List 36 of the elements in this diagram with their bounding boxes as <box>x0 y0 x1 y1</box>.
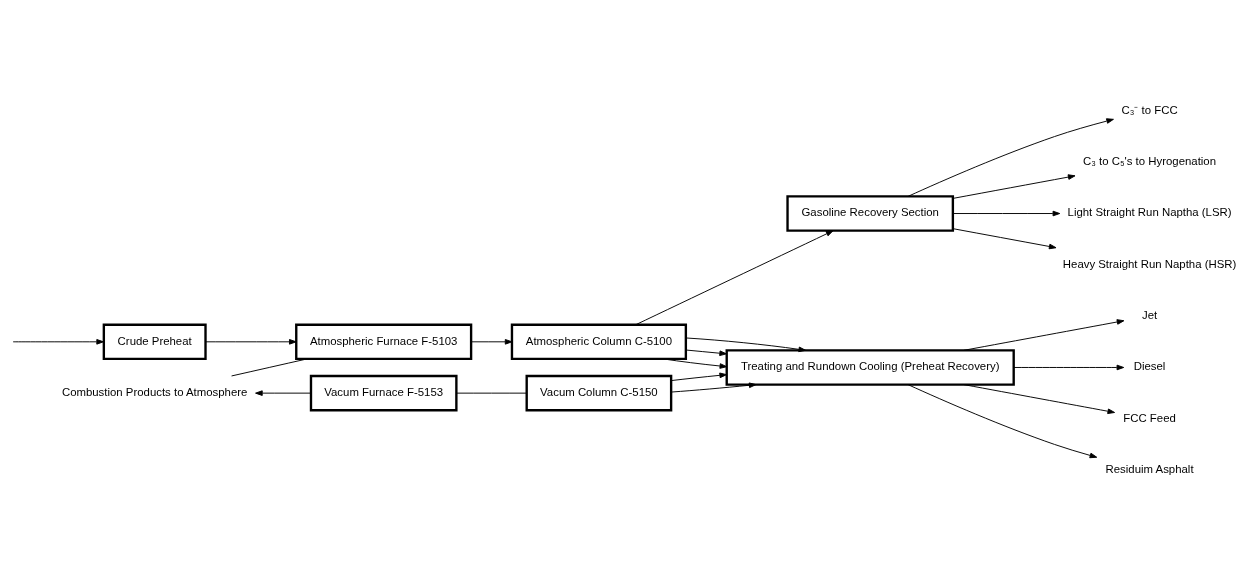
node-text: Light Straight Run Naptha (LSR) <box>1067 206 1232 219</box>
node-text: Residuim Asphalt <box>1105 463 1194 476</box>
node-text: C₃ to C₅'s to Hyrogenation <box>1083 155 1217 168</box>
node-box: Gasoline Recovery Section <box>786 195 955 232</box>
arrow <box>952 174 1076 199</box>
arrow <box>670 382 757 393</box>
arrow <box>952 228 1057 250</box>
arrow <box>12 339 104 345</box>
arrow <box>952 210 1061 217</box>
arrow <box>685 349 727 357</box>
node-box: Treating and Rundown Cooling (Preheat Recovery) <box>725 349 1015 386</box>
node-text: Combustion Products to Atmosphere <box>61 386 248 399</box>
arrow <box>470 339 513 345</box>
arrow <box>963 319 1125 351</box>
connector <box>456 392 527 394</box>
node-text: Heavy Straight Run Naptha (HSR) <box>1062 257 1237 270</box>
arrow <box>963 384 1116 415</box>
arrow <box>670 372 727 382</box>
node-text: Diesel <box>1133 360 1166 373</box>
arrow <box>205 339 297 345</box>
arrow <box>635 230 834 326</box>
connector <box>231 358 308 377</box>
node-text: Jet <box>1141 309 1158 322</box>
node-box: Atmospheric Furnace F-5103 <box>295 323 473 361</box>
node-box: Vacum Column C-5150 <box>525 374 673 412</box>
arrow <box>907 384 1098 459</box>
arrow <box>1013 364 1125 371</box>
arrow <box>685 337 807 353</box>
node-text: C₃⁻ to FCC <box>1121 103 1178 116</box>
node-box: Vacum Furnace F-5153 <box>309 374 458 412</box>
node-box: Atmospheric Column C-5100 <box>510 323 688 361</box>
arrow <box>662 358 728 369</box>
node-box: Crude Preheat <box>102 323 207 361</box>
arrow <box>907 118 1114 197</box>
arrow <box>255 390 312 396</box>
node-text: FCC Feed <box>1123 411 1176 424</box>
